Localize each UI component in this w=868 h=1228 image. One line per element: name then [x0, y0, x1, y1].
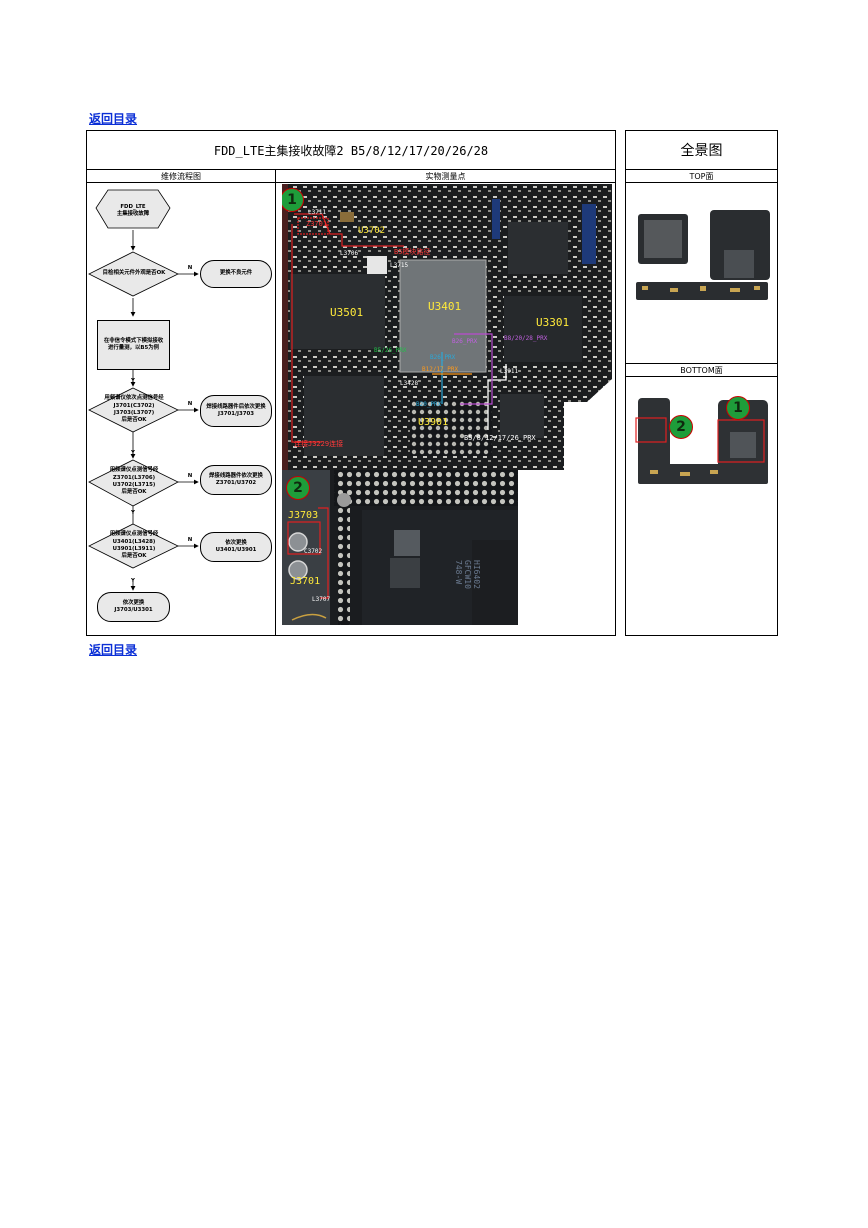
top-view-header-cell: TOP面	[625, 169, 778, 183]
board-photo-1: 1 L3711 Z3701 L3706 U3702 L3715 B5模块路径 U…	[282, 184, 612, 470]
flow-start: FDD_LTE 主集接收故障	[116, 203, 150, 217]
main-title-cell: FDD_LTE主集接收故障2 B5/8/12/17/20/26/28	[86, 130, 616, 170]
label-b-multi-prx: B5/8/12/17/26_PRX	[464, 434, 536, 442]
flow-process-measure: 在非信令模式下模拟接收 进行量测，以B5为例	[97, 320, 170, 370]
label-u3401: U3401	[428, 300, 462, 313]
panorama-top-image	[636, 210, 770, 300]
board-1-badge: 1	[282, 188, 304, 212]
flow-header: 维修流程图	[161, 171, 201, 181]
label-b26-prx: B26_PRX	[452, 338, 478, 345]
flow-n-label: N	[187, 537, 193, 544]
label-j3701: J3701	[290, 576, 321, 587]
flow-decision-j3701: 用频谱仪依次点测信号经 J3701(C3702) J3703(L3707) 后是…	[104, 395, 164, 424]
flow-decision-z3701: 用频谱仪点测信号经 Z3701(L3706) U3702(L3715) 后是否O…	[109, 467, 159, 496]
flow-n-label: N	[187, 473, 193, 480]
flow-replace-u3401: 依次更换 U3401/U3901	[200, 532, 272, 562]
flow-n-label: N	[187, 265, 193, 272]
label-l3706: L3706	[340, 250, 359, 257]
label-l3711: L3711	[308, 209, 327, 216]
board-photo-1-art	[282, 184, 612, 470]
measure-header: 实物测量点	[425, 171, 466, 181]
label-z3701: Z3701	[306, 220, 328, 228]
measure-header-cell: 实物测量点	[275, 169, 616, 183]
label-u3501: U3501	[330, 306, 364, 319]
bottom-view-header-cell: BOTTOM面	[625, 363, 778, 377]
flow-y-label: Y	[131, 450, 135, 457]
flow-decision-visual-check: 目检相关元件外观是否OK	[102, 270, 166, 277]
panorama-bottom-image	[635, 398, 768, 484]
label-u3901: U3901	[418, 417, 449, 428]
flowchart-connectors	[130, 230, 199, 591]
board-2-badge: 2	[286, 476, 310, 500]
board-photo-2: 2 J3703 C3702 J3701 L3707 HI6402 GFCW10 …	[282, 470, 518, 625]
label-u3301: U3301	[536, 316, 570, 329]
label-b5-26-prx: B5/26_PRX	[374, 347, 407, 354]
flow-y-label: Y	[131, 378, 135, 385]
label-j3703: J3703	[288, 510, 319, 521]
label-l3428: L3428	[400, 380, 419, 387]
label-chip-marking: HI6402 GFCW10 748-W	[454, 560, 481, 589]
flow-header-cell: 维修流程图	[86, 169, 276, 183]
flow-y-label: Y	[131, 578, 135, 585]
flow-replace-z3701: 焊接线路器件依次更换 Z3701/U3702	[200, 465, 272, 495]
top-view-header: TOP面	[689, 171, 714, 181]
panorama-badge-2: 2	[669, 415, 693, 439]
panorama-title: 全景图	[680, 143, 723, 159]
label-bottom-connection-note: 连接J3229连接	[294, 440, 344, 448]
label-b12-17-prx: B12/17_PRX	[422, 366, 459, 373]
label-l3911: L3911	[500, 368, 519, 375]
back-to-index-link-top[interactable]: 返回目录	[89, 112, 138, 126]
label-l3715: L3715	[390, 262, 409, 269]
label-b20-prx: B20_PRX	[416, 401, 442, 408]
label-c3702: C3702	[304, 548, 323, 555]
label-fault-path-note: B5模块路径	[394, 248, 431, 256]
panorama-title-cell: 全景图	[625, 130, 778, 170]
bottom-view-header: BOTTOM面	[680, 365, 723, 375]
flow-y-label: Y	[131, 510, 135, 517]
panorama-badge-1: 1	[726, 396, 750, 420]
flow-n-label: N	[187, 401, 193, 408]
flow-replace-faulty-parts: 更换不良元件	[200, 260, 272, 288]
label-b28-prx: B26_PRX	[430, 354, 456, 361]
flow-decision-u3401: 用频谱仪点测信号经 U3401(L3428) U3901(L3911) 后是否O…	[109, 531, 159, 560]
main-title: FDD_LTE主集接收故障2 B5/8/12/17/20/26/28	[213, 143, 489, 158]
label-u3702: U3702	[358, 226, 386, 236]
label-b8-20-28-prx: B8/20/28_PRX	[504, 335, 548, 342]
flow-end: 依次更换 J3703/U3301	[97, 592, 170, 622]
back-to-index-link-bottom[interactable]: 返回目录	[89, 643, 138, 657]
flow-replace-j3701: 焊接线路器件后依次更换 J3701/J3703	[200, 395, 272, 427]
label-l3707: L3707	[312, 596, 331, 603]
flowchart-shapes	[88, 189, 179, 569]
